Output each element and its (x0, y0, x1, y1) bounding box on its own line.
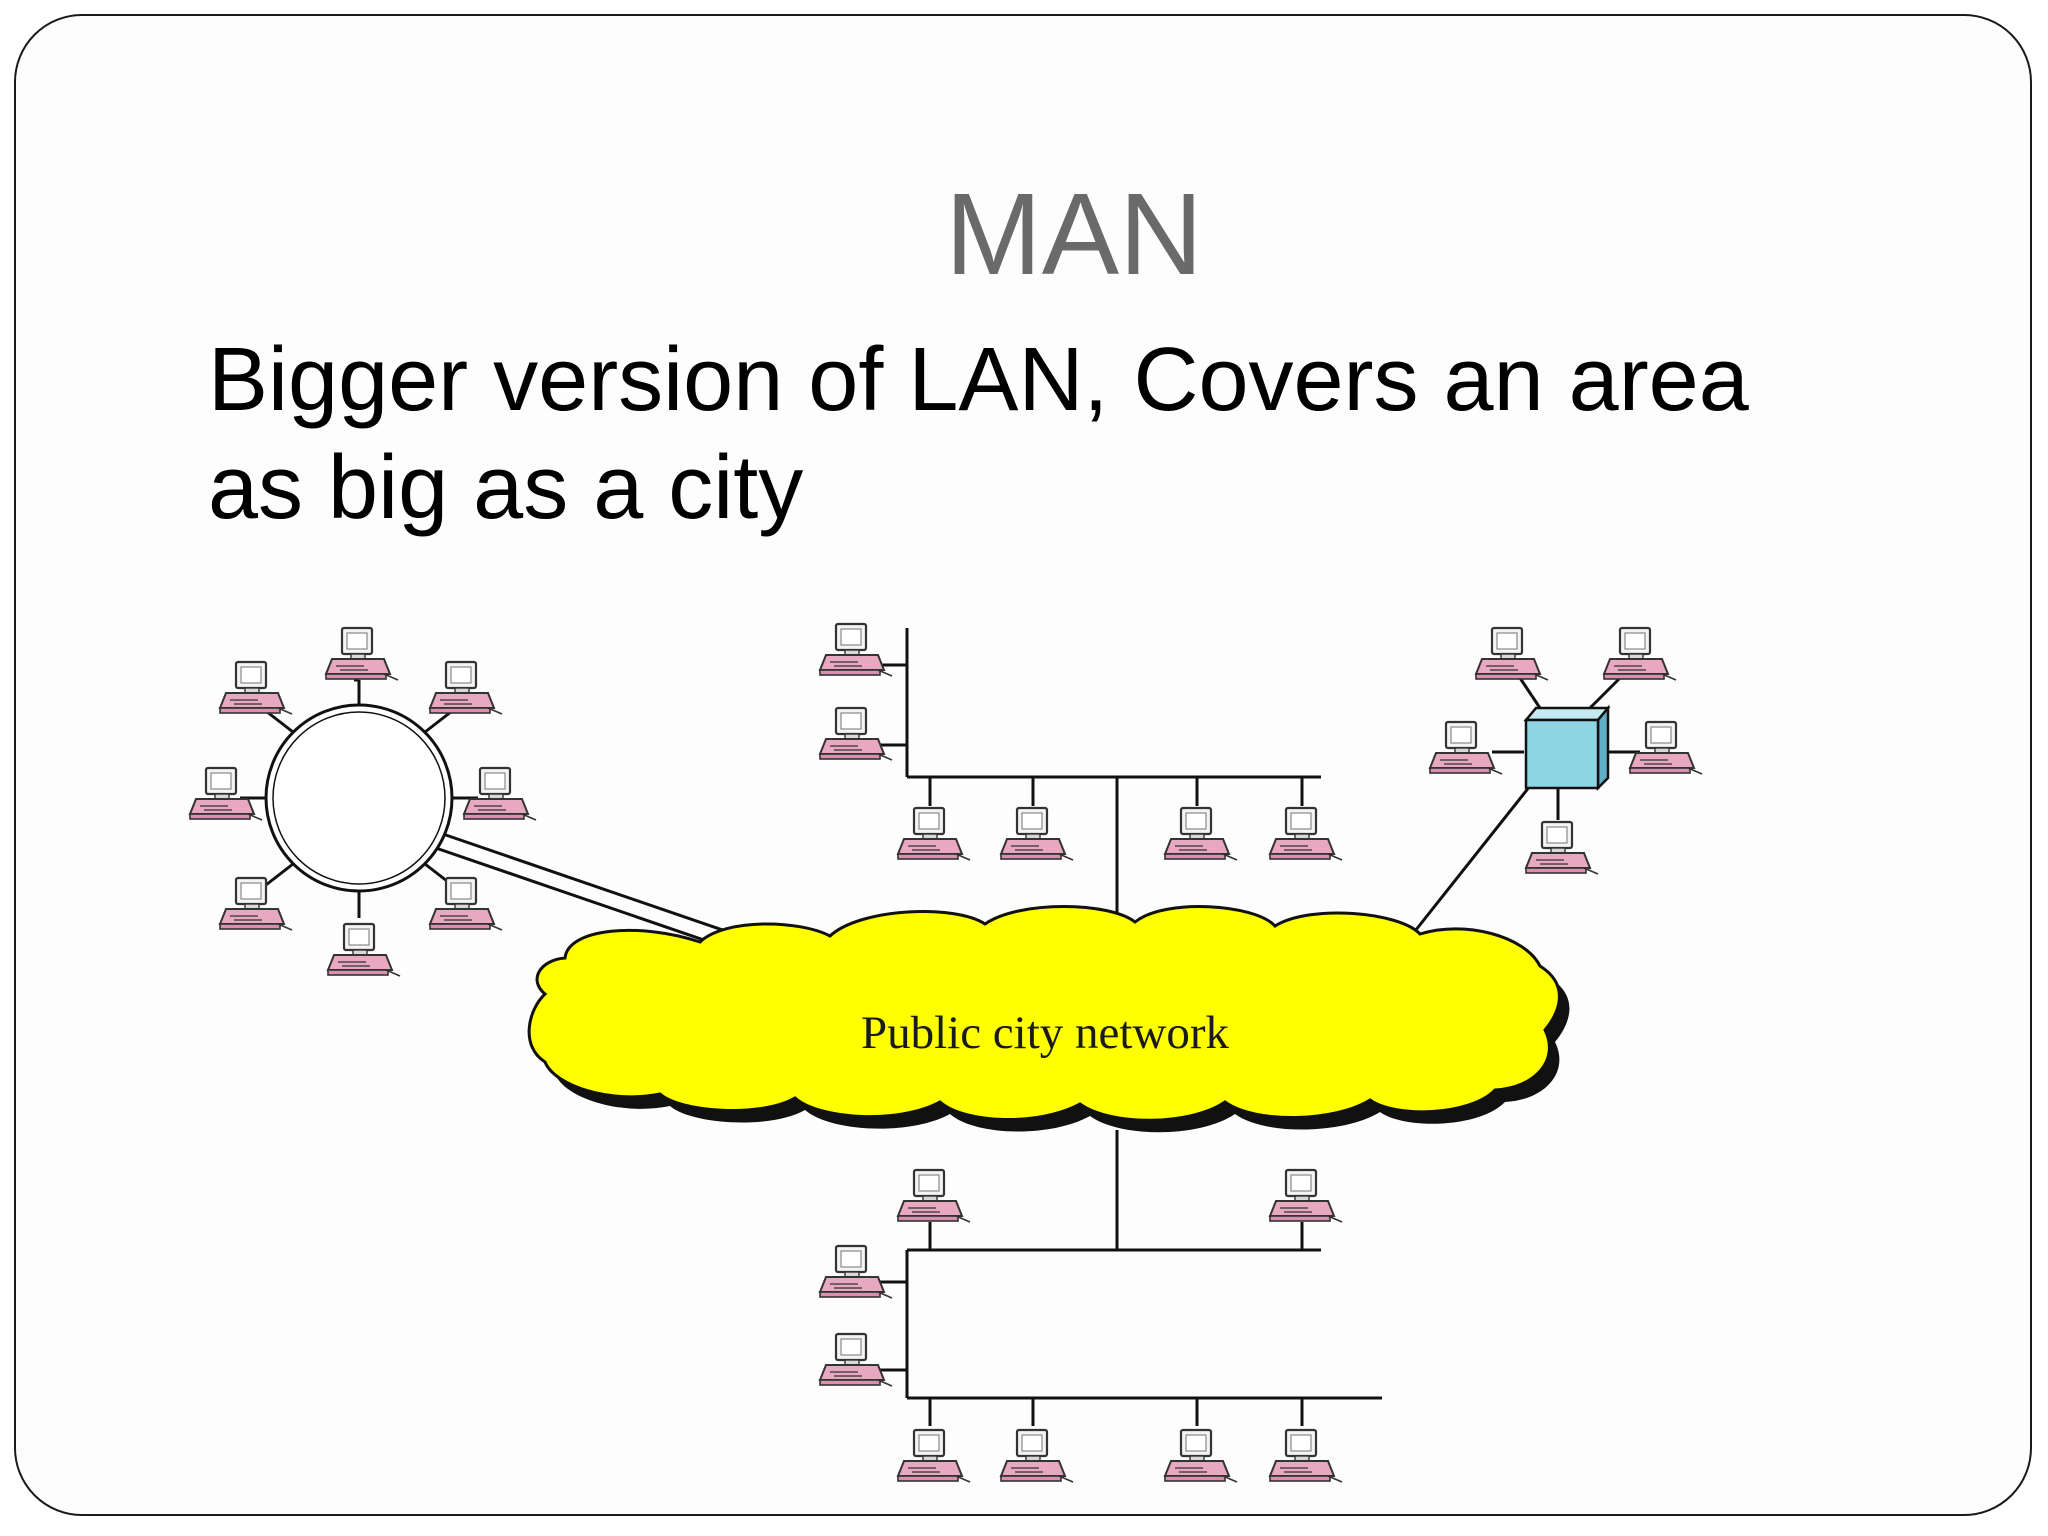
computer-icon (818, 1244, 894, 1300)
computer-icon (326, 922, 402, 978)
ring-lan (188, 626, 776, 978)
computer-icon (818, 1332, 894, 1388)
computer-icon (1628, 720, 1704, 776)
public-city-network-cloud: Public city network (527, 905, 1570, 1133)
computer-icon (462, 766, 538, 822)
computer-icon (1268, 1168, 1344, 1224)
computer-icon (1524, 820, 1600, 876)
computer-icon (896, 1428, 972, 1484)
computer-icon (896, 806, 972, 862)
computer-icon (1268, 1428, 1344, 1484)
computer-icon (324, 626, 400, 682)
computer-icon (218, 876, 294, 932)
computer-icon (1268, 806, 1344, 862)
computer-icon (188, 766, 264, 822)
computer-icon (428, 876, 504, 932)
star-lan (1398, 626, 1704, 951)
computer-icon (428, 660, 504, 716)
computer-icon (896, 1168, 972, 1224)
bus-lan-top (818, 622, 1344, 912)
computer-icon (1602, 626, 1678, 682)
computer-icon (218, 660, 294, 716)
bus-lan-bottom (818, 1130, 1382, 1484)
computer-icon (999, 1428, 1075, 1484)
computer-icon (1163, 806, 1239, 862)
computer-icon (1428, 720, 1504, 776)
cloud-label: Public city network (861, 1007, 1230, 1059)
ring-topology (264, 703, 454, 893)
computer-icon (1474, 626, 1550, 682)
computer-icon (1163, 1428, 1239, 1484)
slide-body-text: Bigger version of LAN, Covers an area as… (208, 330, 1749, 538)
computer-icon (818, 622, 894, 678)
switch-icon (1523, 704, 1611, 792)
computer-icon (999, 806, 1075, 862)
computer-icon (818, 706, 894, 762)
slide-title: MAN (945, 169, 1203, 299)
